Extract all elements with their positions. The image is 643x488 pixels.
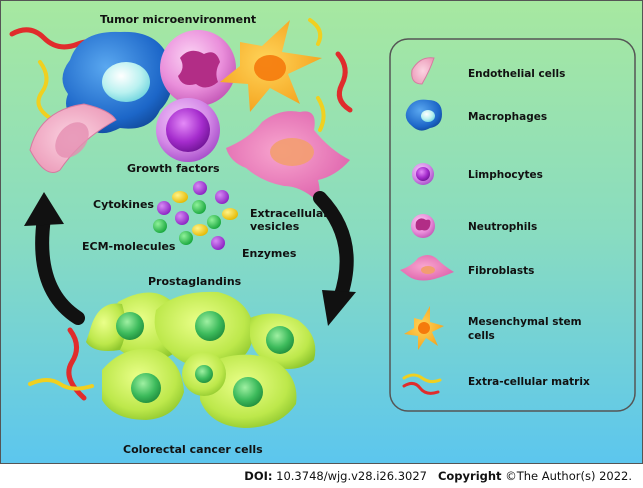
doi-label: DOI: [244, 469, 273, 483]
label-colorectal-cancer-cells: Colorectal cancer cells [123, 443, 263, 456]
footer-citation: DOI: 10.3748/wjg.v28.i26.3027 Copyright … [0, 465, 643, 488]
soluble-factors-cluster [153, 181, 238, 250]
endothelial-cell [29, 103, 117, 173]
limphocyte-icon [412, 163, 434, 185]
neutrophil-cell [160, 30, 236, 106]
ecm-fiber-yellow [28, 378, 94, 391]
legend-limphocytes: Limphocytes [468, 169, 543, 181]
legend-fibroblasts: Fibroblasts [468, 265, 535, 277]
ecm-fiber-red [335, 51, 353, 113]
limphocyte-cell [156, 98, 220, 162]
label-extracellular-vesicles-line2: vesicles [250, 220, 300, 233]
label-cytokines: Cytokines [93, 198, 154, 211]
ecm-fiber-yellow [316, 96, 326, 132]
cycle-arrow-right [313, 191, 356, 326]
endothelial-cell-icon [411, 57, 435, 85]
legend-mesenchymal-stem-cells-line2: cells [468, 330, 495, 342]
label-extracellular-vesicles-line1: Extracellular [250, 207, 329, 220]
mesenchymal-stem-cell [220, 20, 322, 112]
fibroblast-icon [400, 255, 454, 281]
label-enzymes: Enzymes [242, 247, 297, 260]
ecm-fiber-yellow [36, 60, 52, 120]
extracellular-matrix-icon [402, 373, 442, 395]
ecm-fiber-yellow [308, 18, 323, 46]
fibroblast-cell [226, 111, 350, 200]
cycle-arrow-left [24, 192, 85, 325]
label-growth-factors: Growth factors [127, 162, 220, 175]
legend-box [389, 38, 636, 412]
legend-macrophages: Macrophages [468, 111, 548, 123]
legend-mesenchymal-stem-cells-line1: Mesenchymal stem [468, 316, 582, 328]
legend-extracellular-matrix: Extra-cellular matrix [468, 376, 590, 388]
diagram-title: Tumor microenvironment [100, 13, 257, 26]
label-ecm-molecules: ECM-molecules [82, 240, 176, 253]
label-prostaglandins: Prostaglandins [148, 275, 242, 288]
doi-value: 10.3748/wjg.v28.i26.3027 [276, 469, 427, 483]
copyright-label: Copyright [437, 469, 502, 483]
colorectal-cancer-cells-cluster [86, 291, 316, 428]
neutrophil-icon [411, 214, 435, 238]
legend-endothelial-cells: Endothelial cells [468, 68, 566, 80]
macrophage-icon [405, 99, 442, 131]
copyright-value: ©The Author(s) 2022. [505, 469, 633, 483]
legend-neutrophils: Neutrophils [468, 221, 538, 233]
mesenchymal-stem-cell-icon [404, 306, 444, 350]
